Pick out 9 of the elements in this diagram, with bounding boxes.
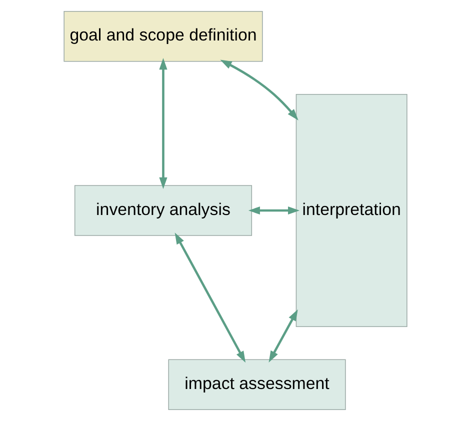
arrow <box>158 58 167 189</box>
arrow <box>220 60 298 120</box>
node-box: impact assessment <box>168 359 346 410</box>
arrow <box>174 232 246 363</box>
node-box: inventory analysis <box>74 185 252 236</box>
node-box: interpretation <box>295 94 407 327</box>
node-box: goal and scope definition <box>63 11 262 62</box>
arrow <box>268 309 298 362</box>
arrow <box>248 206 300 215</box>
